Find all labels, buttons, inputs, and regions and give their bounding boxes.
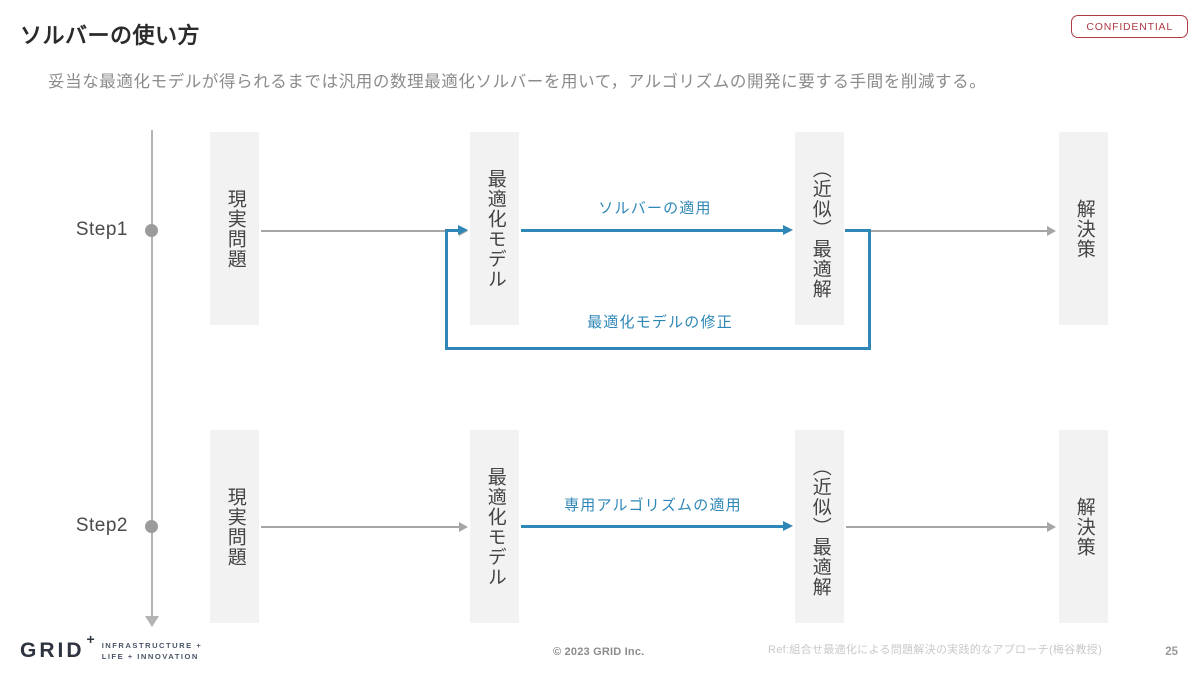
step1-connector-model-to-solution [521,228,784,232]
brand-logo: GRID + INFRASTRUCTURE + LIFE + INNOVATIO… [20,631,203,663]
page-number: 25 [1165,646,1178,658]
step2-box-approx-optimal-solution[interactable]: （近似）最適解 [795,430,844,623]
step2-connector-model-to-solution [521,524,784,528]
status-badge-confidential: CONFIDENTIAL [1071,15,1188,38]
step1-feedback-segment-bottom [445,347,871,350]
step1-box-approx-optimal-solution-label: （近似）最適解 [809,158,831,299]
step1-annotation-revise-model: 最適化モデルの修正 [587,314,733,331]
brand-logo-tagline-line1: INFRASTRUCTURE + [101,640,203,650]
timeline-dot-step1 [145,224,158,237]
brand-logo-tagline-line2: LIFE + INNOVATION [101,652,199,661]
step1-feedback-segment-left [445,229,448,350]
step1-connector-model-to-solution-arrowhead-icon [783,224,793,235]
timeline-axis-line [151,130,153,620]
step2-connector-problem-to-model-arrowhead-icon [459,522,468,532]
timeline-dot-step2 [145,520,158,533]
step-label-1: Step1 [75,219,128,240]
timeline-arrowhead-icon [145,616,159,627]
step1-box-solution-plan[interactable]: 解決策 [1059,132,1108,325]
copyright-text: © 2023 GRID Inc. [553,646,645,658]
step1-box-solution-plan-label: 解決策 [1073,198,1095,259]
step2-box-optimization-model[interactable]: 最適化モデル [470,430,519,623]
page-subtitle: 妥当な最適化モデルが得られるまでは汎用の数理最適化ソルバーを用いて，アルゴリズム… [48,73,987,91]
step1-feedback-segment-right [868,229,871,350]
step2-box-real-problem[interactable]: 現実問題 [210,430,259,623]
step-label-2: Step2 [75,515,128,536]
step2-box-real-problem-label: 現実問題 [224,486,246,567]
brand-logo-word: GRID [20,639,85,662]
step1-annotation-apply-solver: ソルバーの適用 [598,200,712,217]
step2-annotation-apply-dedicated-algorithm: 専用アルゴリズムの適用 [564,497,742,514]
step1-box-optimization-model-label: 最適化モデル [484,168,506,289]
step2-connector-problem-to-model [261,526,460,528]
step1-feedback-segment-top [845,229,871,232]
step2-box-approx-optimal-solution-label: （近似）最適解 [809,456,831,597]
step1-box-optimization-model[interactable]: 最適化モデル [470,132,519,325]
step1-box-approx-optimal-solution[interactable]: （近似）最適解 [795,132,844,325]
brand-logo-plus-icon: + [86,631,95,647]
step1-box-real-problem-label: 現実問題 [224,188,246,269]
step1-box-real-problem[interactable]: 現実問題 [210,132,259,325]
step2-connector-solution-to-plan [846,526,1048,528]
step2-box-solution-plan[interactable]: 解決策 [1059,430,1108,623]
step1-connector-solution-to-plan [871,230,1048,232]
page-title: ソルバーの使い方 [20,23,201,48]
step1-feedback-segment-into-model [447,229,460,232]
step1-feedback-arrowhead-icon [458,225,468,235]
step1-connector-problem-to-model [261,230,460,232]
brand-logo-tagline: INFRASTRUCTURE + LIFE + INNOVATION [102,640,203,663]
reference-text: Ref:組合せ最適化による問題解決の実践的なアプローチ(梅谷教授) [768,644,1103,656]
step1-connector-solution-to-plan-arrowhead-icon [1047,226,1056,236]
step2-box-optimization-model-label: 最適化モデル [484,466,506,587]
step2-box-solution-plan-label: 解決策 [1073,496,1095,557]
step2-connector-solution-to-plan-arrowhead-icon [1047,522,1056,532]
step2-connector-model-to-solution-arrowhead-icon [783,520,793,531]
